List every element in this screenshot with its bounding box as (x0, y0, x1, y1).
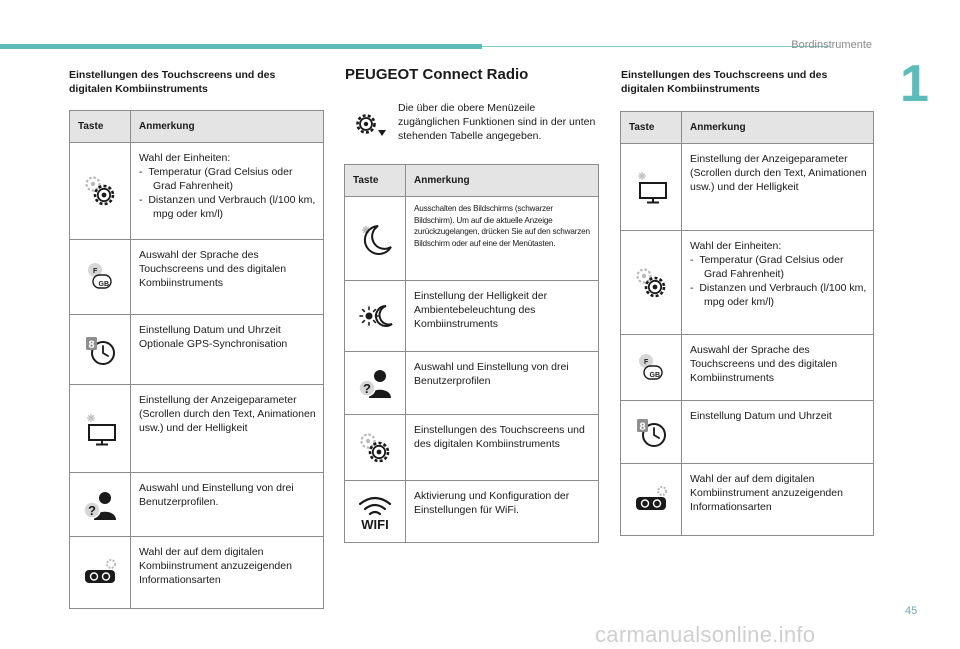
table-row: Wahl der Einheiten: - Temperatur (Grad C… (620, 230, 874, 335)
column-header-anmerkung: Anmerkung (130, 110, 324, 143)
table-header-row: Taste Anmerkung (344, 164, 599, 197)
column-header-taste: Taste (344, 164, 406, 197)
row-text: Einstellung Datum und Uhrzeit (681, 400, 874, 464)
settings-gears-icon (636, 267, 666, 297)
row-text: Wahl der Einheiten: (139, 152, 231, 164)
display-brightness-icon (86, 412, 116, 445)
left-settings-table: Taste Anmerkung Wahl der Einheiten: - Te… (69, 110, 324, 609)
language-flag-icon: FGB (638, 352, 663, 380)
table-row: WIFI Aktivierung und Konfiguration der E… (344, 480, 599, 543)
language-flag-icon: FGB (87, 262, 112, 289)
row-text: Wahl der Einheiten: (690, 240, 782, 252)
table-row: ? Auswahl und Einstellung von drei Benut… (344, 351, 599, 415)
table-row: Einstellung der Anzeigeparameter (Scroll… (69, 384, 324, 473)
row-text: Einstellung der Anzeigeparameter (Scroll… (681, 143, 874, 231)
svg-text:GB: GB (650, 372, 661, 379)
svg-text:?: ? (88, 503, 96, 518)
user-profile-icon: ? (358, 369, 392, 399)
column-header-anmerkung: Anmerkung (681, 111, 874, 144)
table-row: 8 Einstellung Datum und Uhrzeit Optional… (69, 314, 324, 385)
cluster-display-icon (84, 558, 116, 584)
svg-text:GB: GB (99, 281, 110, 288)
running-title: Bordinstrumente (791, 39, 872, 51)
left-heading: Einstellungen des Touchscreens und des d… (69, 69, 276, 95)
settings-gears-icon (85, 176, 115, 206)
list-item: - Distanzen und Verbrauch (l/100 km, mpg… (690, 282, 867, 308)
chapter-number: 1 (900, 55, 929, 113)
svg-text:WIFI: WIFI (361, 517, 388, 532)
row-text: Auswahl und Einstellung von drei Benutze… (405, 351, 599, 415)
display-brightness-icon (637, 171, 667, 204)
settings-menu-icon (356, 114, 386, 136)
table-header-row: Taste Anmerkung (69, 110, 324, 143)
svg-text:F: F (644, 359, 649, 366)
user-profile-icon: ? (83, 490, 117, 521)
section-title: PEUGEOT Connect Radio (345, 66, 529, 83)
settings-gears-icon (360, 432, 390, 462)
header-rule (482, 46, 830, 47)
right-settings-table: Taste Anmerkung Einstellung der Anzeigep… (620, 111, 874, 536)
svg-text:8: 8 (89, 339, 95, 351)
table-row: Einstellungen des Touchscreens und des d… (344, 414, 599, 481)
list-item: - Distanzen und Verbrauch (l/100 km, mpg… (139, 194, 316, 220)
row-text: Einstellung der Helligkeit der Ambienteb… (405, 280, 599, 352)
table-row: Einstellung der Anzeigeparameter (Scroll… (620, 143, 874, 231)
list-item: - Temperatur (Grad Celsius oder Grad Fah… (690, 254, 844, 280)
column-header-anmerkung: Anmerkung (405, 164, 599, 197)
clock-icon: 8 (636, 418, 666, 447)
page-number: 45 (905, 605, 918, 617)
table-row: Ausschalten des Bildschirms (schwarzer B… (344, 196, 599, 281)
wifi-icon: WIFI (358, 496, 392, 532)
right-heading: Einstellungen des Touchscreens und des d… (621, 69, 828, 95)
cluster-display-icon (635, 485, 667, 511)
row-text: Einstellung Datum und Uhrzeit Optionale … (130, 314, 324, 385)
table-row: ? Auswahl und Einstellung von drei Benut… (69, 472, 324, 537)
table-row: Wahl der auf dem digitalen Kombiinstrume… (69, 536, 324, 609)
column-header-taste: Taste (69, 110, 131, 143)
watermark: carmanualsonline.info (595, 622, 816, 647)
svg-text:F: F (93, 268, 98, 275)
table-row: Wahl der auf dem digitalen Kombiinstrume… (620, 463, 874, 536)
row-text: Wahl der auf dem digitalen Kombiinstrume… (130, 536, 324, 609)
clock-icon: 8 (85, 335, 115, 365)
intro-text: Die über die obere Menüzeile zugängliche… (398, 102, 596, 142)
night-mode-icon (361, 224, 392, 255)
table-row: 8 Einstellung Datum und Uhrzeit (620, 400, 874, 464)
row-text: Einstellung der Anzeigeparameter (Scroll… (130, 384, 324, 473)
row-text: Einstellungen des Touchscreens und des d… (405, 414, 599, 481)
row-text: Auswahl der Sprache des Touchscreens und… (681, 334, 874, 401)
table-header-row: Taste Anmerkung (620, 111, 874, 144)
svg-text:?: ? (363, 381, 371, 396)
radio-menu-table: Taste Anmerkung Ausschalten des Bildschi… (344, 164, 599, 543)
row-text: Aktivierung und Konfiguration der Einste… (405, 480, 599, 543)
svg-text:8: 8 (640, 421, 646, 433)
table-row: Wahl der Einheiten: - Temperatur (Grad C… (69, 142, 324, 240)
row-text: Auswahl und Einstellung von drei Benutze… (130, 472, 324, 537)
list-item: - Temperatur (Grad Celsius oder Grad Fah… (139, 166, 293, 192)
column-header-taste: Taste (620, 111, 682, 144)
header-accent-bar (0, 44, 482, 49)
row-text: Ausschalten des Bildschirms (schwarzer B… (405, 196, 599, 281)
row-text: Auswahl der Sprache des Touchscreens und… (130, 239, 324, 315)
table-row: Einstellung der Helligkeit der Ambienteb… (344, 280, 599, 352)
row-text: Wahl der auf dem digitalen Kombiinstrume… (681, 463, 874, 536)
ambient-brightness-icon (359, 305, 393, 327)
